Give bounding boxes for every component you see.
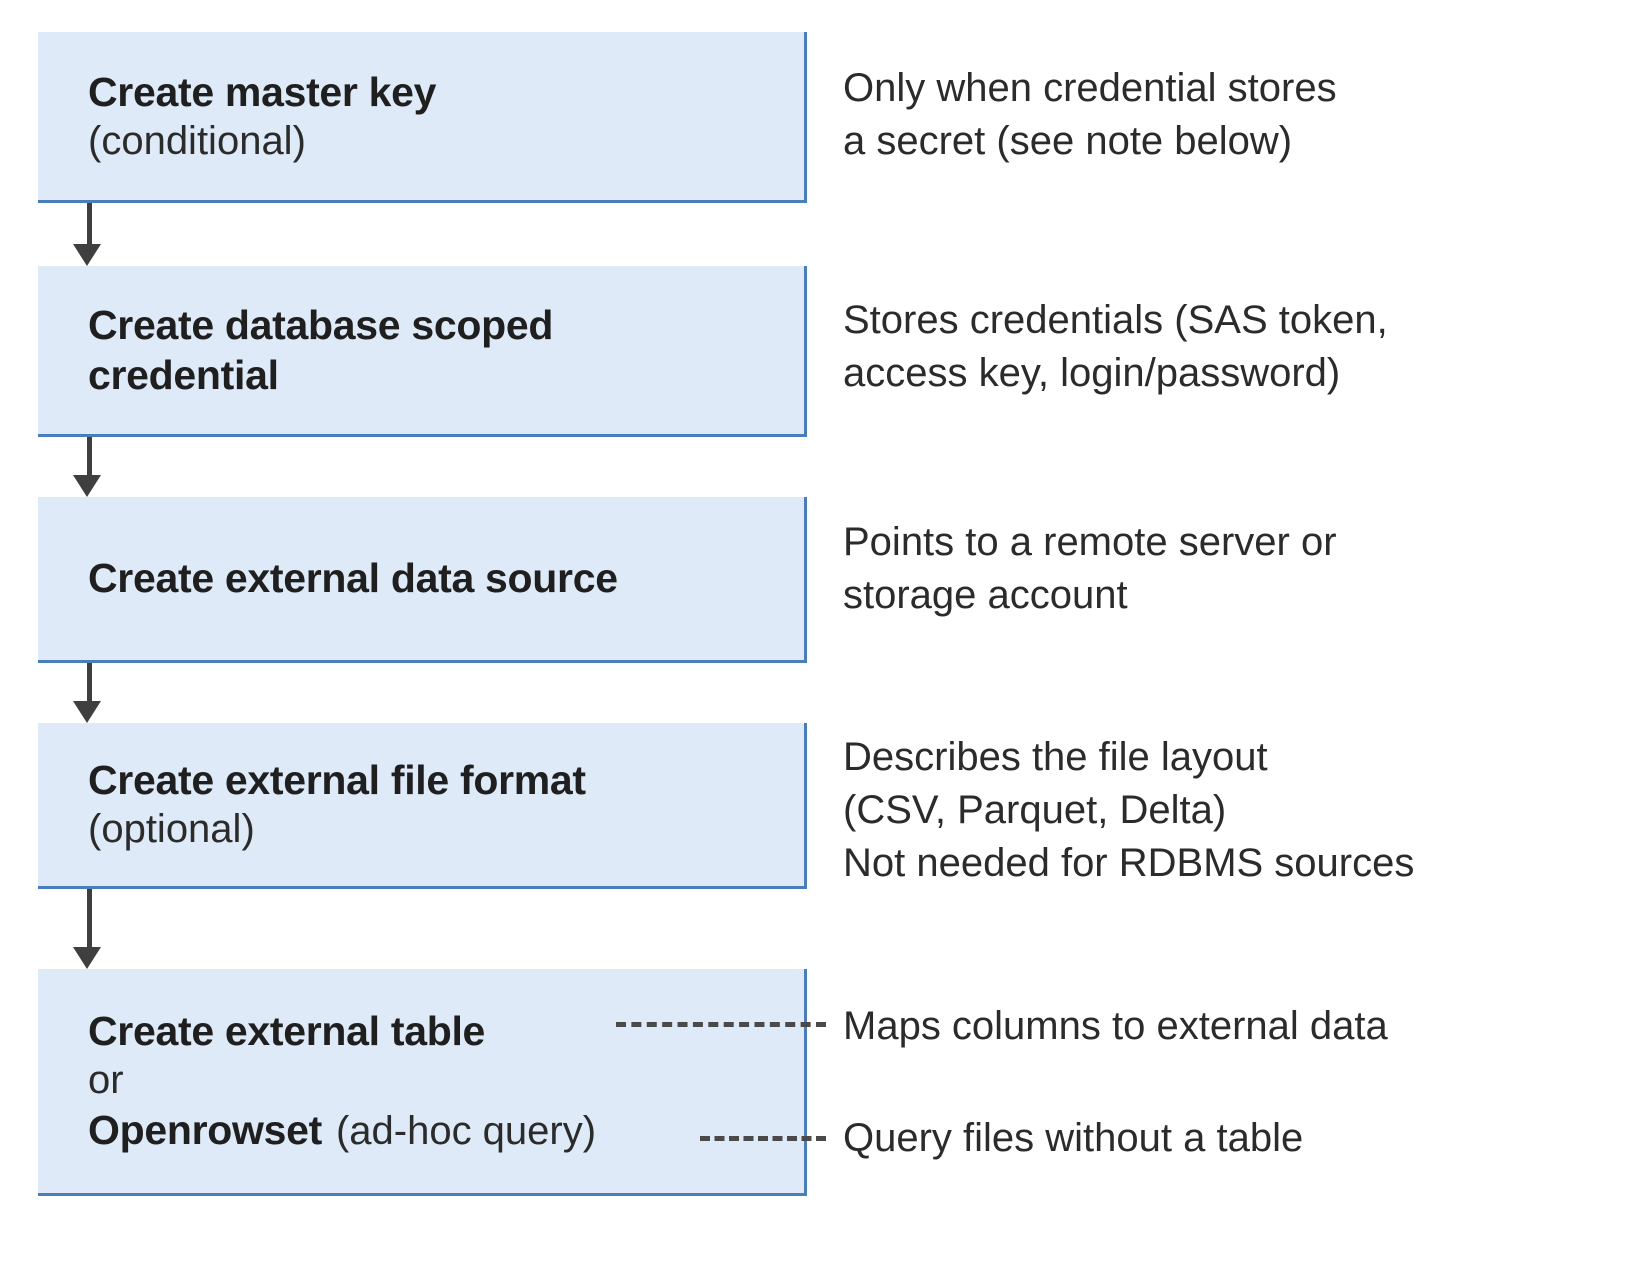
note-master-key: Only when credential stores a secret (se…	[843, 66, 1337, 164]
dashed-connector-external-table	[616, 1022, 826, 1027]
step-box-external-file-format[interactable]: Create external file format (optional)	[38, 723, 807, 889]
arrow-head	[73, 947, 101, 969]
note-external-table: Maps columns to external data	[843, 1004, 1388, 1048]
arrow-down-icon-4	[73, 889, 101, 969]
step-box-external-data-source[interactable]: Create external data source	[38, 497, 807, 663]
arrow-shaft	[87, 203, 92, 244]
step-or-label: or	[88, 1058, 124, 1103]
dashed-connector-openrowset	[700, 1136, 826, 1141]
arrow-down-icon-2	[73, 437, 101, 497]
arrow-head	[73, 244, 101, 266]
step-title-master-key: Create master key	[88, 68, 437, 115]
note-external-data-source: Points to a remote server or storage acc…	[843, 520, 1337, 618]
step-openrowset-row: Openrowset (ad-hoc query)	[88, 1105, 804, 1156]
arrow-head	[73, 701, 101, 723]
step-box-master-key[interactable]: Create master key (conditional)	[38, 32, 807, 203]
step-box-database-scoped-credential[interactable]: Create database scoped credential	[38, 266, 807, 437]
step-subtitle-openrowset: (ad-hoc query)	[335, 1109, 597, 1153]
step-subtitle-master-key: (conditional)	[88, 118, 306, 163]
step-title-external-table: Create external table	[88, 1008, 486, 1055]
arrow-shaft	[87, 889, 92, 947]
step-title-external-data-source: Create external data source	[88, 555, 618, 602]
step-box-external-table-or-openrowset[interactable]: Create external table or Openrowset (ad-…	[38, 969, 807, 1196]
arrow-down-icon-1	[73, 203, 101, 266]
note-external-file-format: Describes the file layout (CSV, Parquet,…	[843, 735, 1415, 886]
arrow-shaft	[87, 437, 92, 475]
arrow-head	[73, 475, 101, 497]
step-title-external-file-format: Create external file format	[88, 757, 586, 804]
arrow-down-icon-3	[73, 663, 101, 723]
step-title-openrowset: Openrowset	[88, 1107, 322, 1153]
arrow-shaft	[87, 663, 92, 701]
step-title-scoped-credential-line1: Create database scoped	[88, 301, 554, 348]
note-database-scoped-credential: Stores credentials (SAS token, access ke…	[843, 298, 1388, 396]
step-title-scoped-credential-line2: credential	[88, 352, 279, 398]
step-subtitle-external-file-format: (optional)	[88, 807, 255, 852]
note-openrowset: Query files without a table	[843, 1116, 1304, 1160]
